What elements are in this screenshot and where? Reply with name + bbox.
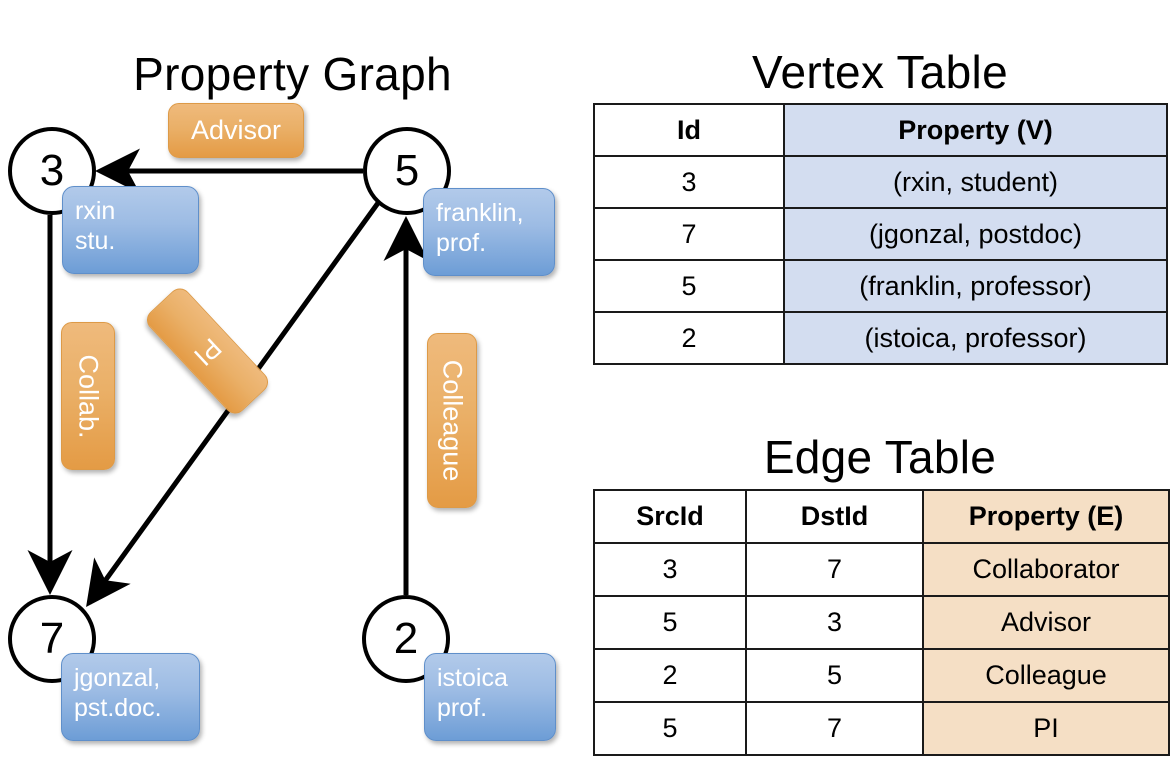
edge-label-advisor: Advisor	[168, 103, 304, 158]
edge-table-header-srcid: SrcId	[593, 489, 747, 544]
edge-table: SrcId DstId Property (E) 3 7 Collaborato…	[593, 489, 1170, 756]
vertex-property-3-line1: rxin	[75, 197, 116, 225]
graph-node-5-label: 5	[394, 146, 420, 195]
vertex-property-box-2: istoica prof.	[424, 653, 556, 741]
table-row[interactable]: 2 (istoica, professor)	[593, 311, 1168, 365]
vertex-property-5-line1: franklin,	[436, 199, 524, 227]
vertex-property-3-line2: stu.	[75, 226, 116, 255]
graph-node-2-label: 2	[393, 614, 419, 663]
vertex-property-2-line1: istoica	[437, 664, 508, 692]
edge-table-header-dstid: DstId	[745, 489, 924, 544]
edge-label-collaborator: Collab.	[61, 322, 115, 470]
vertex-table: Id Property (V) 3 (rxin, student) 7 (jgo…	[593, 103, 1168, 365]
edge-label-colleague-text: Colleague	[437, 359, 468, 482]
vertex-property-box-7: jgonzal, pst.doc.	[61, 653, 200, 741]
table-row[interactable]: 3 (rxin, student)	[593, 155, 1168, 209]
vertex-cell-id: 2	[593, 311, 785, 365]
edge-cell-srcid: 5	[593, 701, 747, 756]
table-row[interactable]: 2 5 Colleague	[593, 648, 1170, 703]
vertex-table-header-id: Id	[593, 103, 785, 157]
graph-node-2[interactable]: 2	[362, 595, 450, 683]
edge-table-header-property: Property (E)	[922, 489, 1170, 544]
edge-cell-srcid: 2	[593, 648, 747, 703]
vertex-cell-id: 7	[593, 207, 785, 261]
table-row[interactable]: 3 7 Collaborator	[593, 542, 1170, 597]
vertex-table-header-property: Property (V)	[783, 103, 1168, 157]
graph-node-7-label: 7	[39, 614, 65, 663]
vertex-property-2-line2: prof.	[437, 693, 488, 722]
edge-cell-dstid: 5	[745, 648, 924, 703]
vertex-cell-property: (rxin, student)	[783, 155, 1168, 209]
vertex-property-7-line2: pst.doc.	[74, 693, 162, 722]
vertex-property-7-line1: jgonzal,	[74, 664, 161, 692]
table-row[interactable]: 5 3 Advisor	[593, 595, 1170, 650]
vertex-table-header-row: Id Property (V)	[593, 103, 1168, 157]
vertex-cell-property: (istoica, professor)	[783, 311, 1168, 365]
page-title-property-graph: Property Graph	[133, 47, 452, 100]
edge-cell-srcid: 3	[593, 542, 747, 597]
vertex-cell-id: 3	[593, 155, 785, 209]
edge-cell-dstid: 7	[745, 542, 924, 597]
vertex-cell-id: 5	[593, 259, 785, 313]
property-graph-diagram: 3 5 7 2 rxin stu. franklin, prof. jgonza…	[8, 103, 556, 741]
edge-cell-srcid: 5	[593, 595, 747, 650]
vertex-cell-property: (jgonzal, postdoc)	[783, 207, 1168, 261]
edge-label-collaborator-text: Collab.	[73, 353, 104, 439]
edge-cell-dstid: 3	[745, 595, 924, 650]
page-title-vertex-table: Vertex Table	[752, 45, 1008, 98]
graph-node-5[interactable]: 5	[363, 127, 451, 215]
edge-table-header-row: SrcId DstId Property (E)	[593, 489, 1170, 544]
vertex-property-5-line2: prof.	[436, 228, 487, 257]
edge-cell-property: Colleague	[922, 648, 1170, 703]
edge-cell-property: PI	[922, 701, 1170, 756]
edge-label-colleague: Colleague	[427, 333, 477, 508]
edge-cell-property: Advisor	[922, 595, 1170, 650]
edge-label-pi-text: PI	[188, 331, 228, 372]
edge-label-advisor-text: Advisor	[190, 115, 282, 145]
page-title-edge-table: Edge Table	[763, 430, 997, 483]
table-row[interactable]: 5 (franklin, professor)	[593, 259, 1168, 313]
vertex-cell-property: (franklin, professor)	[783, 259, 1168, 313]
vertex-property-box-5: franklin, prof.	[423, 188, 555, 276]
graph-node-3-label: 3	[39, 146, 65, 195]
table-row[interactable]: 5 7 PI	[593, 701, 1170, 756]
edge-cell-dstid: 7	[745, 701, 924, 756]
vertex-property-box-3: rxin stu.	[62, 186, 199, 274]
table-row[interactable]: 7 (jgonzal, postdoc)	[593, 207, 1168, 261]
edge-cell-property: Collaborator	[922, 542, 1170, 597]
